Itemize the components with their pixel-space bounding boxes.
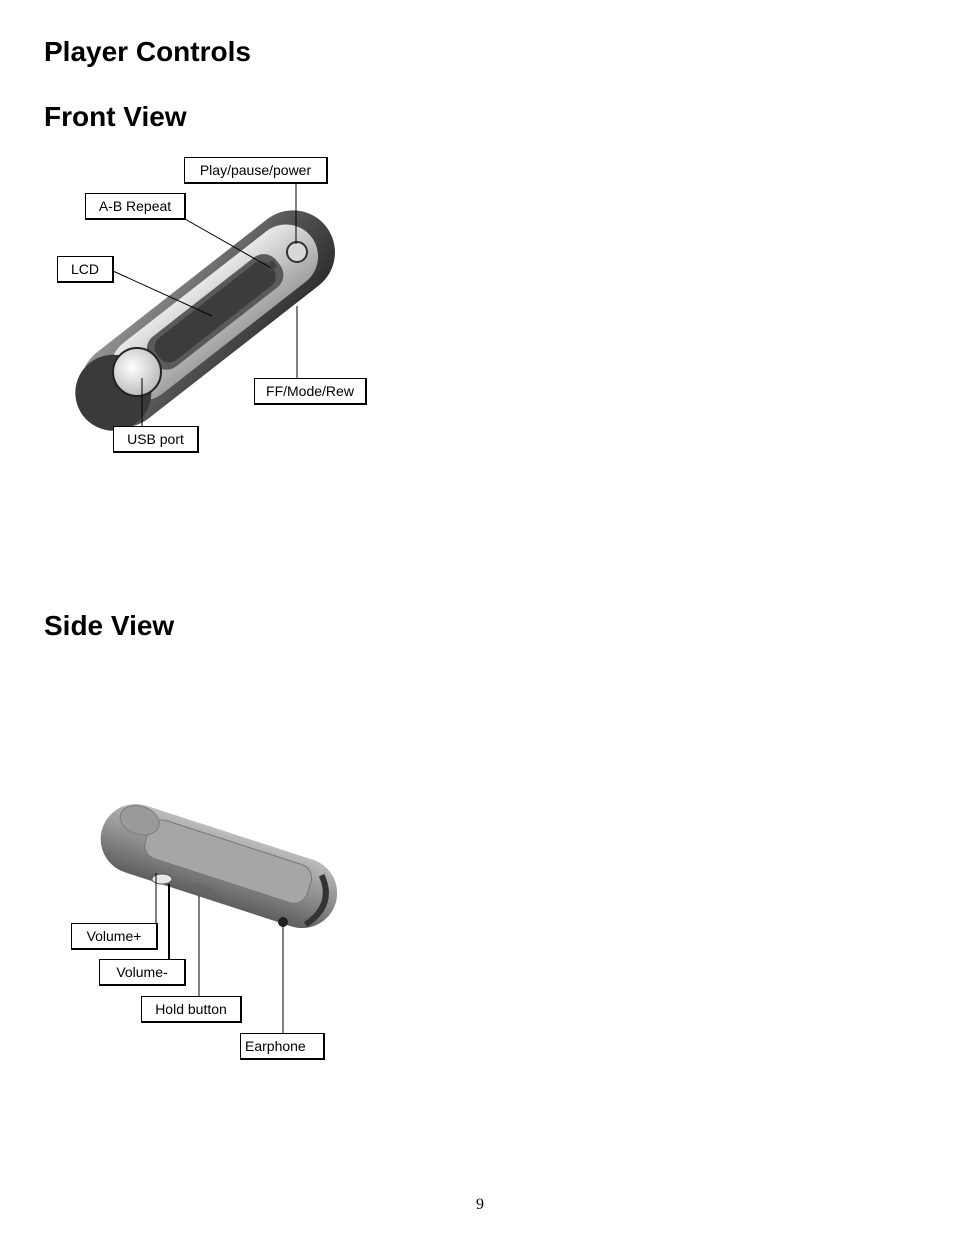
volume-buttons-graphic [151,873,173,885]
page-title: Player Controls [44,36,251,67]
play-pause-power-label: Play/pause/power [184,157,328,184]
side-view-player-image [100,803,338,1033]
hold-switch-graphic [192,882,214,896]
play-button-graphic [286,241,308,263]
side-leader-lines [155,873,284,1033]
ab-repeat-button-graphic [264,259,278,273]
volume-plus-label: Volume+ [71,923,158,950]
leader-lines [112,184,298,426]
side-player-body [100,803,338,929]
front-view-heading: Front View [44,101,187,132]
earphone-jack-graphic [278,917,288,927]
ab-repeat-label: A-B Repeat [85,193,186,220]
usb-port-cap [112,347,162,397]
page-number: 9 [476,1196,484,1213]
earphone-label: Earphone [240,1033,325,1060]
side-view-heading: Side View [44,610,175,641]
volume-minus-label: Volume- [99,959,186,986]
lcd-label: LCD [57,256,114,283]
usb-port-label: USB port [113,426,199,453]
player-body [75,210,335,431]
front-view-player-image [75,184,335,431]
ff-mode-rew-label: FF/Mode/Rew [254,378,367,405]
hold-button-label: Hold button [141,996,242,1023]
